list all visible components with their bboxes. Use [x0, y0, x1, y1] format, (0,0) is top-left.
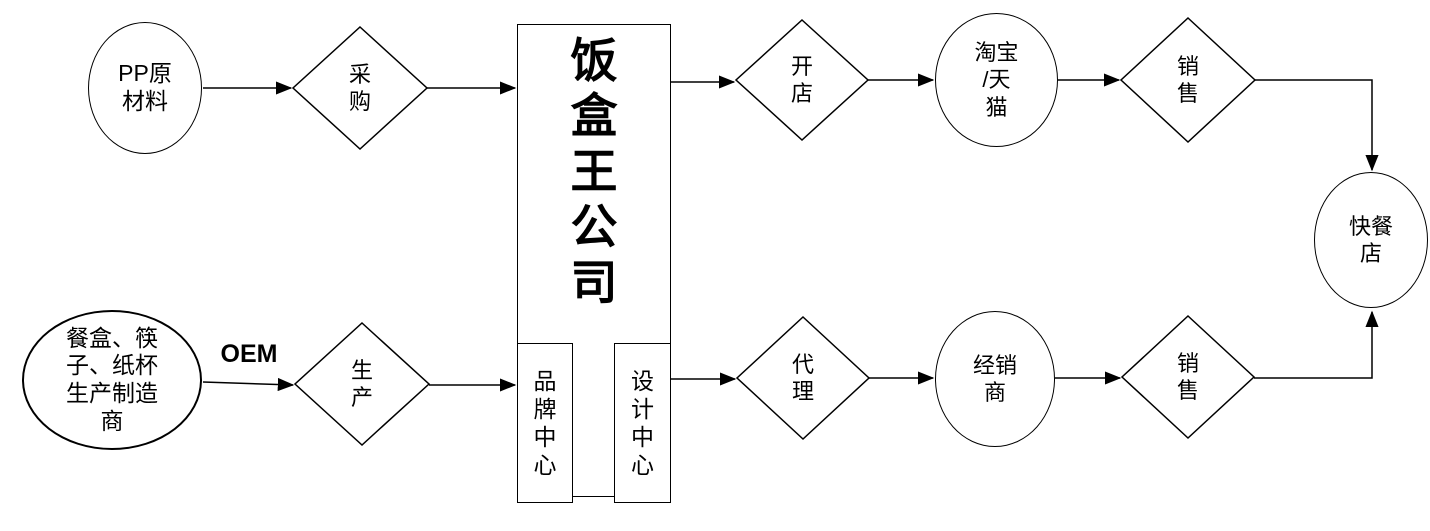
node-open-store-label: 开 店	[790, 53, 813, 107]
node-sales-bottom: 销 售	[1122, 316, 1254, 438]
connector-manufacturer-to-production	[202, 377, 295, 392]
node-pp-material-label: PP原 材料	[118, 60, 172, 114]
diamond-shape	[736, 20, 868, 140]
node-production-label: 生 产	[350, 357, 373, 411]
node-agency-label: 代 理	[791, 351, 814, 405]
node-pp-material: PP原 材料	[88, 22, 202, 154]
node-company-label: 饭 盒 王 公 司	[570, 34, 618, 309]
diamond-shape	[295, 323, 429, 445]
node-design-center: 设 计 中 心	[614, 343, 671, 503]
node-sales-bottom-label: 销 售	[1176, 350, 1199, 404]
edge-label-oem: OEM	[220, 340, 278, 368]
node-sales-top: 销 售	[1121, 18, 1255, 142]
node-agency: 代 理	[737, 317, 869, 439]
diamond-shape	[293, 27, 427, 149]
node-procurement: 采 购	[293, 27, 427, 149]
node-manufacturer-label: 餐盒、筷 子、纸杯 生产制造 商	[66, 324, 158, 434]
node-taobao-tmall-label: 淘宝 /天 猫	[974, 39, 1019, 120]
node-design-center-label: 设 计 中 心	[631, 367, 654, 479]
diamond-shape	[737, 317, 869, 439]
connector-sales-top-to-fastfood	[1255, 79, 1379, 172]
node-distributor: 经销 商	[935, 311, 1055, 447]
node-brand-center-label: 品 牌 中 心	[533, 367, 557, 479]
node-fast-food-label: 快餐 店	[1348, 213, 1393, 267]
node-distributor-label: 经销 商	[972, 352, 1017, 406]
diamond-shape	[1121, 18, 1255, 142]
node-production: 生 产	[295, 323, 429, 445]
node-open-store: 开 店	[736, 20, 868, 140]
connector-sales-bottom-to-fastfood	[1254, 310, 1379, 379]
node-taobao-tmall: 淘宝 /天 猫	[935, 13, 1058, 147]
node-brand-center: 品 牌 中 心	[517, 343, 573, 503]
node-manufacturer: 餐盒、筷 子、纸杯 生产制造 商	[22, 310, 202, 450]
node-sales-top-label: 销 售	[1176, 53, 1199, 107]
node-procurement-label: 采 购	[348, 61, 371, 115]
diamond-shape	[1122, 316, 1254, 438]
node-fast-food: 快餐 店	[1314, 172, 1428, 308]
